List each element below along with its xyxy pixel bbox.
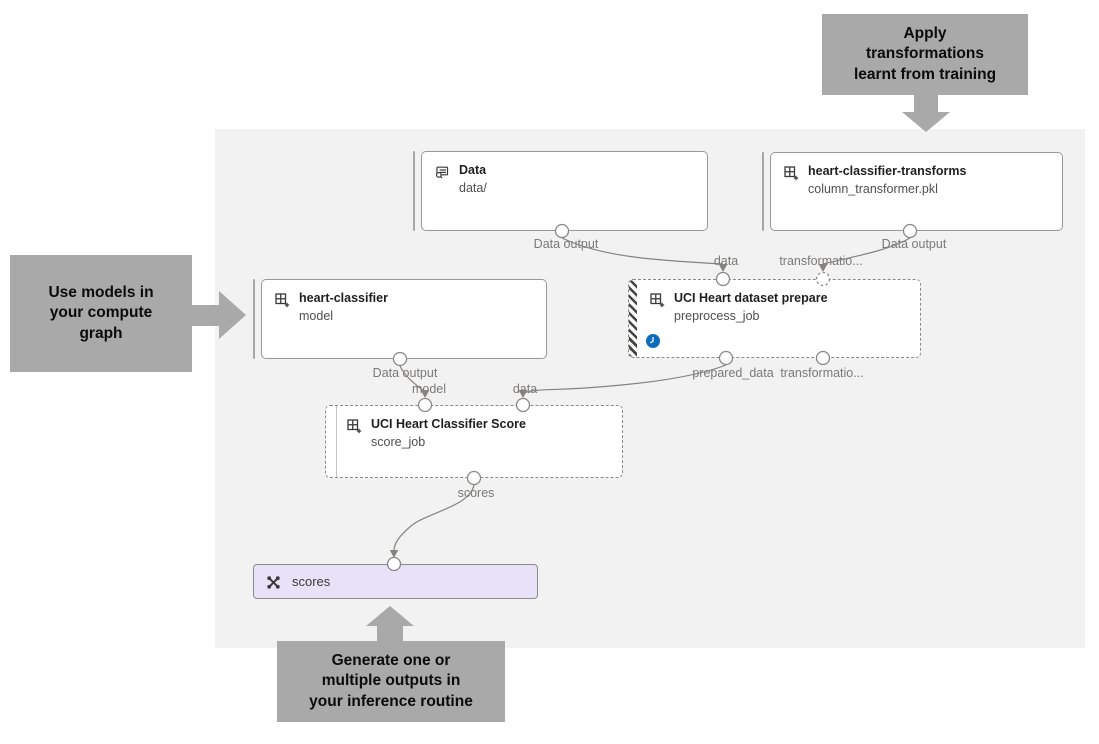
callout-use-models: Use models in your compute graph (10, 255, 192, 372)
node-scores-output[interactable]: scores (253, 564, 538, 599)
node-subtitle: preprocess_job (674, 309, 760, 323)
node-title: heart-classifier-transforms (808, 164, 967, 178)
port-label-transformations-input: transformatio... (779, 254, 863, 268)
port-label-data-output: Data output (372, 366, 438, 380)
scores-output-label: scores (292, 574, 331, 589)
node-subtitle: model (299, 309, 334, 323)
node-accent-bar (413, 151, 415, 231)
node-inner-divider (336, 406, 337, 477)
callout-generate-outputs: Generate one or multiple outputs in your… (277, 641, 505, 722)
running-stripes-indicator (629, 280, 637, 357)
component-grid-icon (649, 292, 665, 308)
component-grid-icon (274, 292, 290, 308)
node-uci-heart-dataset-prepare[interactable]: UCI Heart dataset prepare preprocess_job (628, 279, 921, 358)
port-label-data-output: Data output (533, 237, 599, 251)
node-title: Data (459, 163, 487, 177)
node-uci-heart-classifier-score[interactable]: UCI Heart Classifier Score score_job (325, 405, 623, 478)
node-heart-classifier[interactable]: heart-classifier model (253, 279, 547, 359)
node-subtitle: score_job (371, 435, 426, 449)
port-label-data-input: data (512, 382, 538, 396)
node-accent-bar (253, 279, 255, 359)
port-label-transformations-output: transformatio... (780, 366, 864, 380)
callout-apply-transformations: Apply transformations learnt from traini… (822, 14, 1028, 95)
node-title: UCI Heart dataset prepare (674, 291, 828, 305)
node-heart-classifier-transforms[interactable]: heart-classifier-transforms column_trans… (762, 152, 1063, 231)
node-title: heart-classifier (299, 291, 388, 305)
node-subtitle: column_transformer.pkl (808, 182, 938, 196)
port-label-data-output: Data output (881, 237, 947, 251)
port-label-model-input: model (411, 382, 447, 396)
dataset-icon (434, 164, 450, 180)
port-label-scores-output: scores (457, 486, 495, 500)
component-grid-icon (783, 165, 799, 181)
output-junction-icon (266, 575, 281, 590)
component-grid-icon (346, 418, 362, 434)
callout-arrow-down (902, 95, 950, 132)
clock-pending-icon (646, 334, 660, 348)
port-label-prepared-data-output: prepared_data (692, 366, 774, 380)
node-accent-bar (762, 152, 764, 231)
node-subtitle: data/ (459, 181, 487, 195)
port-label-data-input: data (713, 254, 739, 268)
node-title: UCI Heart Classifier Score (371, 417, 526, 431)
node-data[interactable]: Data data/ (413, 151, 708, 231)
